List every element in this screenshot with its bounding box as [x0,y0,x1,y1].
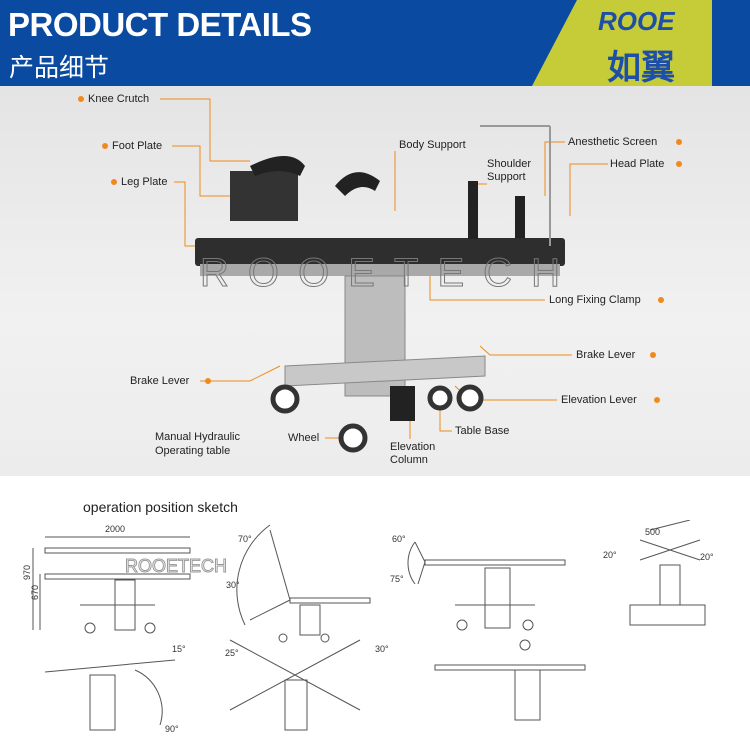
dim-angle-30: 30° [226,580,240,590]
sketch-watermark: ROOETECH [125,556,227,576]
position-sketches: 2000 970 670 70° 30° 60° 75° 500 20° 20°… [22,520,714,734]
label-anesthetic-screen: Anesthetic Screen [568,136,658,148]
label-head-plate: Head Plate [610,158,665,170]
page-subtitle: 产品细节 [9,54,110,82]
label-knee-crutch: Knee Crutch [88,93,150,105]
dim-tilt-right: 20° [700,552,714,562]
page-title: PRODUCT DETAILS [8,6,312,43]
dim-angle-30b: 30° [375,644,389,654]
dim-angle-25: 25° [225,648,239,658]
label-brake-lever-left: Brake Lever [130,375,190,387]
dim-min-height: 670 [30,585,40,600]
callout-dot [111,179,117,185]
callout-dot [102,143,108,149]
dim-angle-15: 15° [172,644,186,654]
callout-dot [78,96,84,102]
label-shoulder-support: Shoulder [487,158,532,170]
callout-dot [658,297,664,303]
label-body-support: Body Support [399,139,466,151]
dim-max-height: 970 [22,565,32,580]
label-elevation-column-2: Column [390,454,428,466]
callout-dot [676,139,682,145]
label-elevation-lever: Elevation Lever [561,394,637,406]
brand-logo: ROOE [598,6,675,36]
dim-width: 500 [645,527,660,537]
operating-table-illustration: ROOETECH [160,98,608,453]
product-name-2: Operating table [155,445,231,457]
dim-angle-60: 60° [392,534,406,544]
callout-dot [650,352,656,358]
callout-dot [654,397,660,403]
dim-angle-90: 90° [165,724,179,734]
callout-dot [205,378,211,384]
label-elevation-column: Elevation [390,441,436,453]
label-leg-plate: Leg Plate [121,176,168,188]
sketch-title: operation position sketch [83,499,238,515]
callout-dot [676,161,682,167]
dim-angle-70: 70° [238,534,252,544]
label-foot-plate: Foot Plate [112,140,163,152]
brand-logo-cn: 如翼 [607,49,675,87]
label-brake-lever-right: Brake Lever [576,349,636,361]
dim-tilt-left: 20° [603,550,617,560]
label-shoulder-support-2: Support [487,171,526,183]
product-photo: ROOETECH Knee Crutch Foot Plate Leg Plat… [0,86,750,476]
label-wheel: Wheel [288,432,320,444]
label-table-base: Table Base [455,425,510,437]
label-long-fixing-clamp: Long Fixing Clamp [549,294,641,306]
dim-length: 2000 [105,524,125,534]
product-name: Manual Hydraulic [155,431,240,443]
dim-angle-75: 75° [390,574,404,584]
